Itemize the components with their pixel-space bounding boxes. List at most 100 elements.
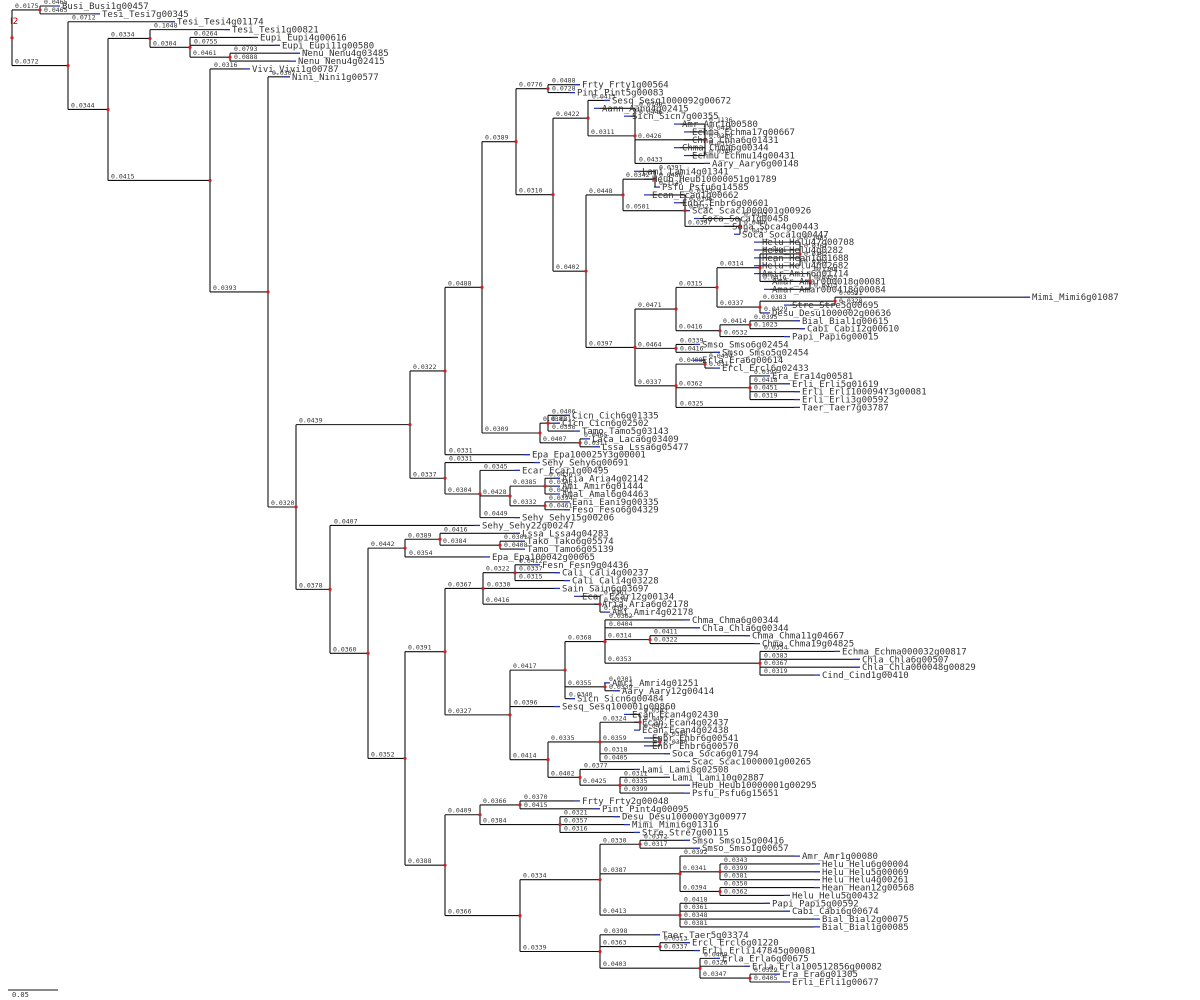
branch-length-label: 0.0337 bbox=[720, 299, 744, 307]
branch-length-label: 0.0316 bbox=[564, 824, 588, 832]
branch-length-label: 0.0416 bbox=[486, 596, 510, 604]
branch-length-label: 0.0798 bbox=[639, 100, 663, 108]
tip-label: Helu_Helu4g00261 bbox=[822, 876, 909, 886]
internal-node bbox=[598, 949, 602, 954]
tip-label: Chna_Chna6g01431 bbox=[692, 136, 779, 146]
branch-length-label: 0.0361 bbox=[684, 903, 708, 911]
branch-length-label: 0.0343 bbox=[724, 856, 748, 864]
branch-length-label: 0.0316 bbox=[214, 61, 238, 69]
branch-length-label: 0.0367 bbox=[764, 659, 788, 667]
tip-label: Feso_Feso6g04329 bbox=[572, 506, 659, 516]
branch-length-label: 0.0343 bbox=[689, 187, 713, 195]
branch-length-label: 0.0301 bbox=[504, 533, 528, 541]
internal-node bbox=[294, 505, 298, 509]
branch-length-label: 0.0301 bbox=[609, 675, 633, 683]
branch-length-label: 0.0481 bbox=[549, 486, 573, 494]
tip-label: Scac_Scac1000001g00926 bbox=[692, 207, 811, 217]
branch-length-label: 0.0488 bbox=[448, 279, 472, 287]
branch-length-label: 0.0399 bbox=[724, 864, 748, 872]
tip-label: Cabi_Cabi6g00674 bbox=[792, 907, 879, 917]
internal-node bbox=[480, 285, 484, 289]
tip-label: Heub_Heub10000051g01789 bbox=[652, 175, 777, 185]
tip-label: Stre_Stre7g00115 bbox=[642, 828, 729, 838]
tip-label: Sehy_Sehy6g00691 bbox=[542, 459, 629, 469]
branch-length-label: 0.0421 bbox=[763, 246, 787, 254]
branch-length-label: 0.0348 bbox=[684, 911, 708, 919]
tip-label: Eupi_Eupi11g00580 bbox=[282, 41, 374, 51]
tip-label: Ecan_Ecan4g02437 bbox=[642, 718, 729, 728]
branch-length-label: 0.0461 bbox=[193, 49, 217, 57]
branch-length-label: 0.0411 bbox=[654, 628, 678, 636]
tip-label: Lami_Lami8g02508 bbox=[642, 765, 729, 775]
tip-label: Echmu_Echmu14g00431 bbox=[692, 152, 795, 162]
tip-label: Erli_Erli147845g00081 bbox=[702, 947, 816, 957]
branch-length-label: 0.0446 bbox=[639, 108, 663, 116]
branch-length-label: 0.0448 bbox=[589, 187, 613, 195]
internal-node bbox=[833, 299, 837, 303]
internal-node bbox=[366, 651, 370, 655]
internal-node bbox=[658, 740, 662, 744]
tip-label: Soca_Soca1g00458 bbox=[702, 215, 789, 225]
tip-label: Papi_Papi6g00015 bbox=[792, 333, 879, 343]
tip-label: Soca_Soca6g01794 bbox=[672, 750, 759, 760]
branch-length-label: 0.0407 bbox=[644, 714, 668, 722]
branch-length-label: 0.0418 bbox=[754, 376, 778, 384]
branch-length-label: 0.0264 bbox=[194, 29, 218, 37]
tip-label: Erla_Era6g00614 bbox=[702, 356, 783, 366]
branch-length-label: 0.0381 bbox=[684, 919, 708, 927]
tip-label: Lami_Lami10g02887 bbox=[672, 773, 764, 783]
branch-length-label: 0.0315 bbox=[679, 279, 703, 287]
internal-node bbox=[758, 661, 762, 665]
tip-label: Erli_Erli3g00592 bbox=[802, 396, 889, 406]
branch-length-label: 0.0406 bbox=[552, 407, 576, 415]
branch-length-label: 0.0409 bbox=[704, 950, 728, 958]
tip-label: Helu_Helu6g00004 bbox=[822, 860, 909, 870]
tip-label: Helu_Helu4g0282 bbox=[762, 246, 843, 256]
branch-length-label: 0.0328 bbox=[839, 297, 863, 305]
internal-node bbox=[188, 45, 192, 49]
internal-node bbox=[38, 8, 42, 12]
branch-length-label: 0.0317 bbox=[644, 840, 668, 848]
tip-label: Sicn_Sicn7g00355 bbox=[632, 112, 719, 122]
branch-length-label: 0.0442 bbox=[371, 540, 395, 548]
tip-label: Cind_Cind1g00410 bbox=[822, 671, 909, 681]
branch-length-label: 0.0312 bbox=[709, 140, 733, 148]
branch-length-label: 0.0414 bbox=[513, 752, 537, 760]
tip-label: Soca_Soca1g00447 bbox=[742, 230, 829, 240]
branch-length-label: 0.0302 bbox=[604, 604, 628, 612]
tip-label: Sona_Soca4g00443 bbox=[732, 222, 819, 232]
branch-length-label: 0.0423 bbox=[814, 273, 838, 281]
branch-length-label: 0.0403 bbox=[603, 960, 627, 968]
branch-length-label: 0.0888 bbox=[234, 53, 258, 61]
branch-length-label: 0.0776 bbox=[519, 81, 543, 89]
branch-length-label: 0.0416 bbox=[680, 344, 704, 352]
tip-label: Echma_Echma17g00667 bbox=[692, 128, 795, 138]
tip-label: Cali_Cali4g00237 bbox=[562, 569, 649, 579]
tip-label: Enbr_Enbr6g00570 bbox=[652, 742, 739, 752]
branch-length-label: 0.0388 bbox=[408, 857, 432, 865]
internal-node bbox=[758, 266, 762, 270]
branch-length-label: 0.0402 bbox=[556, 263, 580, 271]
internal-node bbox=[10, 36, 14, 40]
branch-length-label: 0.0332 bbox=[513, 498, 537, 506]
branch-length-label: 0.0389 bbox=[408, 531, 432, 539]
tip-label: Lami_Lami4g01341 bbox=[642, 167, 729, 177]
internal-node bbox=[715, 285, 719, 289]
internal-node bbox=[478, 492, 482, 496]
tip-label: Aria_Aria4g02142 bbox=[562, 474, 649, 484]
branch-length-label: 0.0353 bbox=[608, 655, 632, 663]
tip-label: Chla_Chla6g00507 bbox=[862, 655, 949, 665]
internal-node bbox=[443, 369, 447, 373]
branch-length-label: 0.0451 bbox=[754, 384, 778, 392]
tip-label: Erli_Erli100094Y3g00081 bbox=[802, 388, 927, 398]
tip-label: Bial_Bial1g00615 bbox=[802, 317, 889, 327]
tip-label: Ami_Amir4g02178 bbox=[612, 608, 693, 618]
branch-length-label: 0.0413 bbox=[592, 92, 616, 100]
branch-length-label: 0.0354 bbox=[764, 643, 788, 651]
branch-length-label: 0.0347 bbox=[703, 970, 727, 978]
branch-length-label: 0.0416 bbox=[444, 525, 468, 533]
branch-length-label: 0.0359 bbox=[603, 734, 627, 742]
branch-length-label: 0.0331 bbox=[449, 455, 473, 463]
branch-length-label: 0.0412 bbox=[644, 722, 668, 730]
tip-label: Eani_Eani9g00335 bbox=[572, 498, 659, 508]
